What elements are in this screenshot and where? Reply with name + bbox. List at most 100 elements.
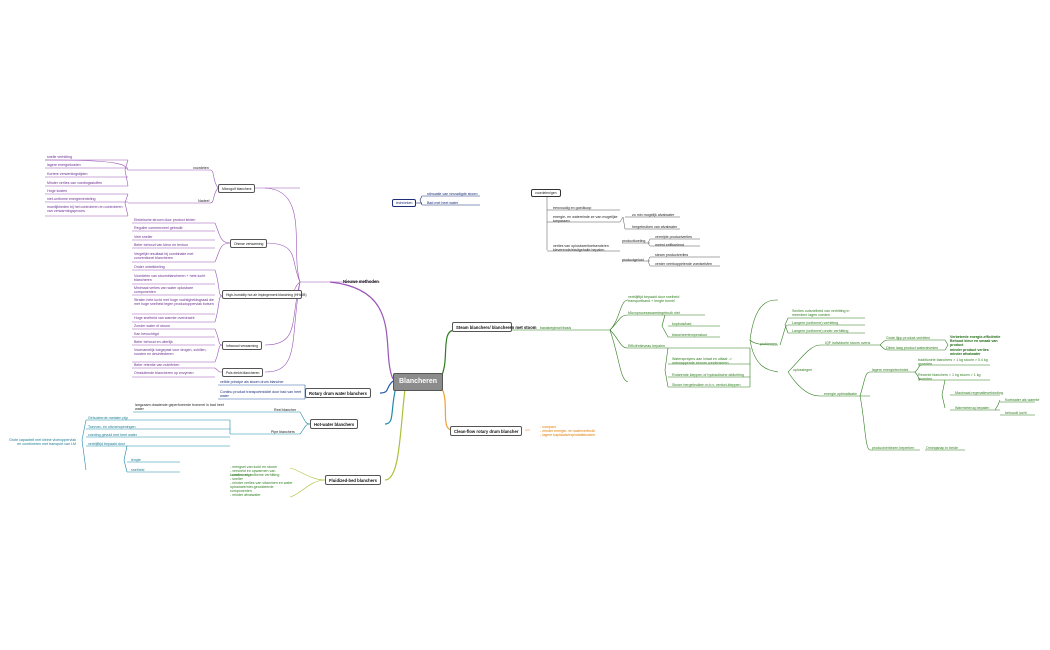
steam-lager1: traditionele blanchers > 1 kg stoom > 0.… bbox=[918, 358, 988, 367]
ohmic-item: Elektrische stroom door product leiden bbox=[134, 218, 196, 222]
ohmic-item: Beter behoud van kleur en textuur bbox=[134, 243, 189, 247]
node-infrarood[interactable]: Infrarood verwarming bbox=[222, 341, 263, 350]
technieken-item: Bad met heet water bbox=[427, 201, 459, 205]
steam-a3: kopbuis/bad bbox=[672, 322, 692, 326]
node-pulsed[interactable]: Puls elektr.blancheren bbox=[222, 368, 264, 377]
steam-iqf1: Grote lijpp product verhitten bbox=[886, 336, 931, 340]
steam-iqf2: Dikke laag product wateralveden bbox=[886, 346, 939, 350]
pipe-item: Geïsoleerde metalen pijp bbox=[88, 416, 128, 420]
voordelen-sub1: hergebruiken van afvalwater bbox=[632, 225, 678, 229]
micro-item: lagere energiekosten bbox=[47, 163, 81, 167]
cleanflow-item: - minder energie- en waterverbruik bbox=[540, 429, 595, 433]
steam-a2: Microprocesswarmtegebruik niet bbox=[628, 311, 680, 315]
node-technieken[interactable]: technieken bbox=[392, 199, 417, 207]
micro-item: niet-uniforme energieverdeling bbox=[47, 197, 96, 201]
hh-item: Stralen hete lucht met hoge vochtigheids… bbox=[134, 298, 214, 307]
voordelen-sub2-label: productkoeling bbox=[622, 239, 646, 243]
pipe-item: verblijftijd bepaald door bbox=[88, 442, 125, 446]
voordelen-item: energie- en watereinde ze van mogelijke … bbox=[553, 215, 618, 224]
node-hhaib[interactable]: High-humidity hot air impingement blanch… bbox=[222, 290, 306, 299]
ohmic-item: Vergelijkt resultaat bij combinatie met … bbox=[134, 252, 194, 261]
steam-prod1: Omingsnap in beide bbox=[926, 446, 958, 450]
steam-oplossingen: oplossingen bbox=[793, 368, 813, 372]
pipe-item: Toevoer- en uitvoeropeningen bbox=[88, 425, 136, 429]
node-microgolf[interactable]: Microgolf blanchers bbox=[218, 184, 256, 193]
infra-item: Kan bevochtigd bbox=[134, 332, 159, 336]
branch-hotwater bbox=[384, 386, 397, 425]
fluid-item: - mengsel van lucht en stoom bbox=[230, 465, 277, 469]
ohmic-item: Veel sneller bbox=[134, 235, 153, 239]
node-cleanflow[interactable]: Clean-flow rotary drum blancher bbox=[450, 426, 523, 436]
steam-p1: Secties outsnelheid van verhitting in me… bbox=[792, 309, 850, 318]
branch-rotary bbox=[379, 380, 394, 394]
steam-basis: basisbeginsel/basis bbox=[540, 326, 572, 330]
voordelen-sub3-label: productgeluid bbox=[622, 258, 644, 262]
node-fluid[interactable]: Fluidized-bed blanchers bbox=[325, 475, 381, 485]
reel-desc: langzaam draaiende geperforeerde trommel… bbox=[135, 403, 224, 412]
branch-fluid bbox=[384, 388, 406, 481]
pipe-sub-item: lengte bbox=[131, 458, 141, 462]
steam-problemen: problemen bbox=[760, 342, 777, 346]
steam-lager2a: Maximaal regenatieverbinding bbox=[955, 391, 1003, 395]
infra-item: Beter behoud en uiterlijk bbox=[134, 340, 173, 344]
steam-rekup-item: Koelwater als warmte bbox=[1005, 398, 1040, 402]
node-reel[interactable]: Reel blancher bbox=[274, 408, 297, 412]
steam-p2: Langere (uniforme) verhitting bbox=[792, 321, 839, 325]
hh-item: Voordelen van stoomblancheren + hete luc… bbox=[134, 274, 206, 283]
fluid-item: - minder verlies van vitaminen en water … bbox=[230, 481, 293, 494]
rotary-item: velfde principe als stoom drum blancher bbox=[220, 380, 284, 384]
infra-item: Zonder water of stoom bbox=[134, 324, 170, 328]
node-steam[interactable]: Steam blanchers/ blancheren met stoom bbox=[452, 322, 537, 332]
hh-item: Onder ontwikkeling bbox=[134, 265, 165, 269]
left-note: Grote capaciteit met kleine vloeroppervl… bbox=[9, 438, 76, 447]
steam-rekup-item: behoudt lucht bbox=[1005, 411, 1027, 415]
node-voordelen-gen[interactable]: voordelen/gen bbox=[531, 189, 561, 197]
label-nadelen: Nadeel bbox=[198, 199, 210, 203]
ohmic-item: Regulier commercieel gebruikt bbox=[134, 226, 183, 230]
infra-item: Voornamelijk toegepast voor drogen, schi… bbox=[134, 348, 207, 357]
center-node[interactable]: Blancheren bbox=[393, 373, 443, 391]
fluid-item: - minder afvalwater bbox=[230, 493, 261, 497]
fluid-item: - sneller bbox=[230, 477, 243, 481]
micro-item: Hoge kosten bbox=[47, 189, 68, 193]
micro-item: moeilijkheden bij het controleren en con… bbox=[47, 205, 123, 214]
node-pipe[interactable]: Pipe blanchers bbox=[271, 430, 295, 434]
branch-cleanflow bbox=[440, 386, 453, 431]
pipe-item: voeding gevuld met heet water bbox=[88, 433, 137, 437]
steam-a4: Efficiëntieveau bepalen bbox=[628, 344, 666, 348]
node-rotary[interactable]: Rotary drum water blanchers bbox=[305, 388, 371, 398]
steam-lager2: Recente blanchers < 1 kg stoom > 1 kg gr… bbox=[918, 373, 981, 382]
node-ohmic[interactable]: Ohmse verwarming bbox=[230, 239, 268, 248]
steam-rekup: Warmteterug bepalen bbox=[955, 406, 990, 410]
fluid-item: - continu en uniforme verhitting bbox=[230, 473, 280, 477]
voordelen-sub2: meest zelfkoelend bbox=[655, 243, 684, 247]
voordelen-sub3: steam productverlies bbox=[655, 253, 689, 257]
fluid-item: - versneld en opwarmen van korrelvormige bbox=[230, 469, 276, 478]
cleanflow-item: - compact bbox=[540, 425, 556, 429]
steam-a5: Rotarende kleppen of hydraulische afdich… bbox=[672, 373, 744, 377]
pulsed-item: Beter retentie van nutriënten bbox=[134, 363, 180, 367]
steam-a3: blancheertemperatuur bbox=[672, 333, 708, 337]
pulsed-item: Omsluitende blancheren op enzymen bbox=[134, 371, 194, 375]
voordelen-item: verlies van oplosbare/toetsende/en kleve… bbox=[553, 244, 609, 253]
steam-lager: lagere energietechniek bbox=[872, 368, 909, 372]
cleanflow-item: - lagere kapitaals/exploitatiekosten bbox=[540, 433, 596, 437]
node-hotwater[interactable]: Hot-water blanchers bbox=[310, 419, 359, 429]
steam-iqf-note: Verbeterde energie-efficiëntie Behoud kl… bbox=[950, 335, 1001, 356]
hh-item: Hoge snelheid van warmte overdracht bbox=[134, 316, 195, 320]
technieken-item: stimuatie van verzadigde stoom bbox=[427, 192, 478, 196]
branch-steam bbox=[440, 329, 456, 378]
voordelen-item: eenvoudig en goedkoop bbox=[553, 206, 592, 210]
node-nieuwe-methoden[interactable]: Nieuwe methoden bbox=[343, 278, 379, 284]
steam-energie: energie optimalisatie bbox=[824, 392, 857, 396]
steam-a5: Stoom hergebruiken m.b.v. venturi-kleppe… bbox=[672, 383, 741, 387]
voordelen-sub3: verder veerkoppelende voedselsfen bbox=[655, 262, 712, 266]
micro-item: Kortere verwerkingstijden bbox=[47, 172, 88, 176]
branch-nieuwe bbox=[329, 281, 394, 380]
pipe-sub-item: snelheid bbox=[131, 468, 145, 472]
steam-prod: productverliezen beperken bbox=[872, 446, 915, 450]
steam-a1: verblijftijd bepaald door snelheid trans… bbox=[628, 295, 680, 304]
rotary-item: Continu product transportmiddel door bad… bbox=[220, 390, 302, 399]
hh-item: Minimaal verlies van water oplosbare com… bbox=[134, 286, 194, 295]
